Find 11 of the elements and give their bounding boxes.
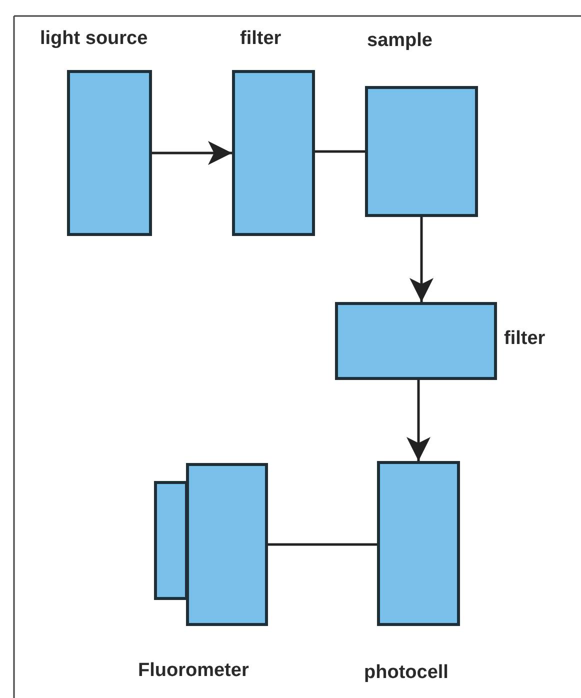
arrow <box>152 141 232 165</box>
component-label: light source <box>40 28 148 50</box>
connector-line <box>315 150 365 153</box>
arrow <box>406 380 430 461</box>
component-label: filter <box>240 28 282 50</box>
component-label: sample <box>367 30 432 52</box>
connector-line <box>268 543 377 546</box>
component-label: filter <box>504 328 546 350</box>
component-label: Fluorometer <box>138 660 249 682</box>
arrow <box>410 217 434 302</box>
component-label: photocell <box>364 662 448 684</box>
